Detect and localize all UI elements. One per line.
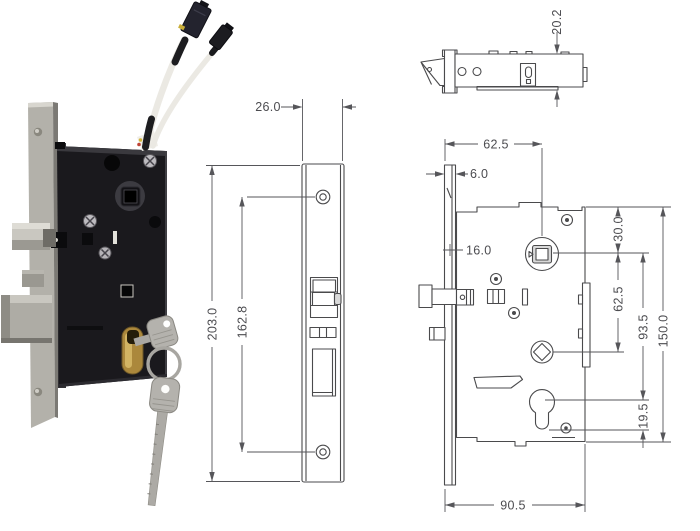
dim-label-spindle-to-follower: 62.5	[612, 286, 626, 312]
side-faceplate	[443, 164, 457, 486]
case-square-hole	[120, 284, 134, 298]
dim-label-front-edge: 16.0	[466, 244, 492, 258]
side-case-outline	[455, 201, 586, 447]
dim-case-width: 90.5	[445, 499, 585, 513]
extension-lines	[444, 139, 671, 512]
product-photo	[1, 0, 235, 507]
side-spindle-follower	[524, 236, 560, 272]
case-slot	[113, 231, 117, 244]
dim-spindle-to-follower: 62.5	[612, 253, 626, 352]
euro-cylinder-photo	[121, 326, 144, 375]
side-view: 62.5 6.0 16.0 30.0 62.5	[418, 138, 671, 513]
side-latch-assembly	[418, 284, 475, 309]
spindle-follower-photo	[115, 181, 145, 211]
lock-case-photo	[51, 142, 167, 387]
case-screw	[98, 246, 112, 260]
hanging-key	[147, 376, 181, 507]
dim-top-to-spindle: 30.0	[612, 207, 626, 253]
faceplate-outline	[301, 163, 345, 483]
dim-label-screw-spacing: 162.8	[236, 306, 250, 339]
cables	[137, 0, 235, 151]
dim-cylinder-offset: 19.5	[637, 403, 651, 448]
dim-label-spindle-to-cylinder: 93.5	[637, 314, 651, 340]
dim-label-faceplate-width: 26.0	[255, 100, 281, 114]
dim-label-backset: 62.5	[483, 138, 509, 152]
case-hole	[104, 155, 120, 171]
faceplate-screw-hole-top	[315, 189, 331, 205]
cable-connector-small	[209, 22, 235, 51]
top-view-latch	[420, 57, 446, 87]
side-guide-bar	[577, 282, 591, 368]
dim-spindle-to-cylinder: 93.5	[637, 253, 651, 400]
side-screw	[507, 306, 521, 320]
deadbolt-cutout	[311, 348, 337, 397]
side-slot	[521, 288, 529, 306]
dim-front-edge: 16.0	[443, 244, 492, 258]
cable-connector	[178, 0, 212, 39]
auxiliary-cutout	[309, 326, 337, 339]
top-view: 20.2	[420, 9, 588, 107]
dim-case-height: 150.0	[657, 207, 671, 442]
dim-faceplate-width: 26.0	[255, 99, 356, 161]
inserted-key	[133, 315, 179, 350]
faceplate-front-view: 26.0 203.0 162.8	[206, 99, 356, 483]
dim-faceplate-thickness: 6.0	[426, 167, 488, 181]
case-screw	[83, 214, 97, 228]
lock-faceplate-photo	[28, 102, 58, 428]
faceplate-screw-hole-bottom	[315, 444, 331, 460]
dim-label-case-width: 90.5	[500, 499, 526, 513]
side-screw	[560, 422, 572, 434]
side-deadbolt-tab	[428, 326, 446, 341]
dim-label-top-to-spindle: 30.0	[612, 216, 626, 242]
dim-label-faceplate-height: 203.0	[206, 308, 220, 341]
side-screw	[489, 272, 503, 286]
dim-case-depth-top: 20.2	[550, 9, 564, 107]
case-screw	[143, 154, 157, 168]
case-hole	[149, 216, 161, 228]
latch-cutout	[309, 276, 342, 319]
side-lever	[473, 375, 524, 389]
dim-label-cylinder-offset: 19.5	[637, 403, 651, 429]
side-screw	[560, 213, 574, 227]
dim-label-case-height: 150.0	[657, 315, 671, 348]
dim-label-faceplate-thickness: 6.0	[470, 167, 488, 181]
latch-bolt-photo	[12, 223, 56, 287]
dim-backset: 62.5	[445, 138, 542, 152]
top-view-body	[454, 50, 588, 91]
dim-faceplate-height: 203.0	[206, 165, 300, 482]
side-hatched-block	[486, 288, 506, 305]
side-euro-cylinder	[529, 389, 555, 430]
dim-screw-spacing: 162.8	[236, 196, 315, 453]
deadbolt-photo	[1, 295, 52, 343]
dim-label-case-depth: 20.2	[550, 9, 564, 35]
